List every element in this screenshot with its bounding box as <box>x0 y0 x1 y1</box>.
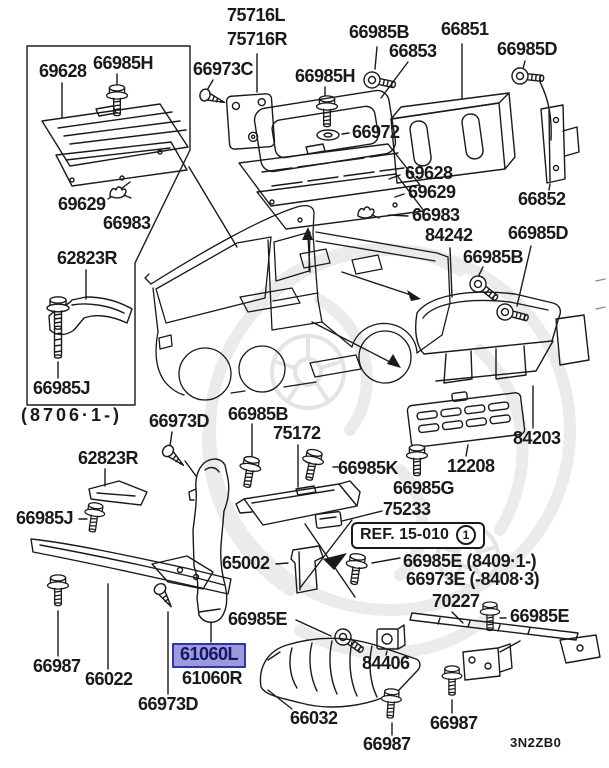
part-label-66985H: 66985H <box>93 53 154 73</box>
box-66851 <box>390 92 516 184</box>
washer-66972 <box>316 129 340 141</box>
part-label-62823R: 62823R <box>57 248 118 268</box>
part-label-66985E: 66985E <box>228 609 288 629</box>
part-label-75172: 75172 <box>273 423 321 443</box>
part-label-66973D: 66973D <box>138 694 199 714</box>
leader-lines <box>57 43 552 736</box>
watermark-emblem <box>202 243 576 659</box>
part-label-66973D: 66973D <box>149 411 210 431</box>
part-label-66985E (8409·1-): 66985E (8409·1-) <box>403 551 537 571</box>
part-label-75716L: 75716L <box>227 5 286 25</box>
part-label-66985E: 66985E <box>510 606 570 626</box>
part-label-75716R: 75716R <box>227 29 288 49</box>
part-label-75233: 75233 <box>383 499 431 519</box>
bolt-shaft-extension <box>53 327 63 359</box>
part-label-66985B: 66985B <box>463 247 524 267</box>
part-label-84406: 84406 <box>362 653 410 673</box>
floor-panel-69629-left <box>55 141 188 187</box>
part-label-66985H: 66985H <box>295 66 356 86</box>
bracket-66852 <box>540 104 580 184</box>
shield-66032 <box>259 637 421 708</box>
pillar-61060 <box>188 458 230 623</box>
part-label-66985K: 66985K <box>338 458 399 478</box>
part-label-62823R: 62823R <box>78 448 139 468</box>
part-label-84242: 84242 <box>425 225 473 245</box>
part-label-66022: 66022 <box>85 669 133 689</box>
part-label-66987: 66987 <box>363 734 411 754</box>
bracket-62823R-lower <box>88 480 148 506</box>
sill-66022 <box>30 538 232 595</box>
part-label-65002: 65002 <box>222 553 270 573</box>
floor-panel-69628-center <box>238 143 421 207</box>
part-label-61060L-highlighted[interactable]: 61060L <box>172 643 247 668</box>
part-label-69629: 69629 <box>408 182 456 202</box>
cover-plate-75716 <box>225 93 276 150</box>
sill-panel-75172 <box>235 480 361 526</box>
bracket-65002 <box>290 545 324 594</box>
ref-note-box: REF. 15-010 1 <box>351 522 485 549</box>
part-label-84203: 84203 <box>513 428 561 448</box>
part-label-(8706·1-): (8706·1-) <box>21 405 123 425</box>
part-label-66853: 66853 <box>389 41 437 61</box>
part-label-66852: 66852 <box>518 189 566 209</box>
part-label-69628: 69628 <box>39 61 87 81</box>
part-label-66985B: 66985B <box>228 404 289 424</box>
ref-note-label: REF. 15-010 <box>360 526 449 543</box>
drawing-code: 3N2ZB0 <box>510 735 562 750</box>
part-label-12208: 12208 <box>447 456 495 476</box>
part-label-66987: 66987 <box>430 713 478 733</box>
protector-grille <box>406 391 526 448</box>
part-label-66032: 66032 <box>290 708 338 728</box>
part-label-66985G: 66985G <box>393 478 455 498</box>
part-label-66972: 66972 <box>352 122 400 142</box>
part-label-66973C: 66973C <box>193 59 254 79</box>
page-edge-ticks <box>595 278 606 310</box>
clip-75233 <box>314 510 343 529</box>
direction-arrows <box>302 227 421 570</box>
floor-panel-69629-center <box>256 173 425 230</box>
part-label-66985J: 66985J <box>16 508 74 528</box>
part-label-66987: 66987 <box>33 656 81 676</box>
part-label-61060R: 61060R <box>182 668 243 688</box>
part-label-66851: 66851 <box>441 19 489 39</box>
bracket-62823R-upper <box>48 296 133 336</box>
part-label-66985D: 66985D <box>497 39 558 59</box>
part-label-66983: 66983 <box>103 213 151 233</box>
part-label-66985D: 66985D <box>508 223 569 243</box>
part-label-66985J: 66985J <box>33 378 91 398</box>
part-label-66983: 66983 <box>412 205 460 225</box>
part-label-66973E (-8408·3): 66973E (-8408·3) <box>406 569 540 589</box>
gasket-66853 <box>253 89 397 173</box>
part-label-66985B: 66985B <box>349 22 410 42</box>
part-label-70227: 70227 <box>432 591 480 611</box>
ref-circled-number: 1 <box>455 525 476 545</box>
part-label-69629: 69629 <box>58 194 106 214</box>
heater-assembly-84242 <box>415 291 590 384</box>
part-label-69628: 69628 <box>405 163 453 183</box>
group-box-outline <box>26 45 191 406</box>
